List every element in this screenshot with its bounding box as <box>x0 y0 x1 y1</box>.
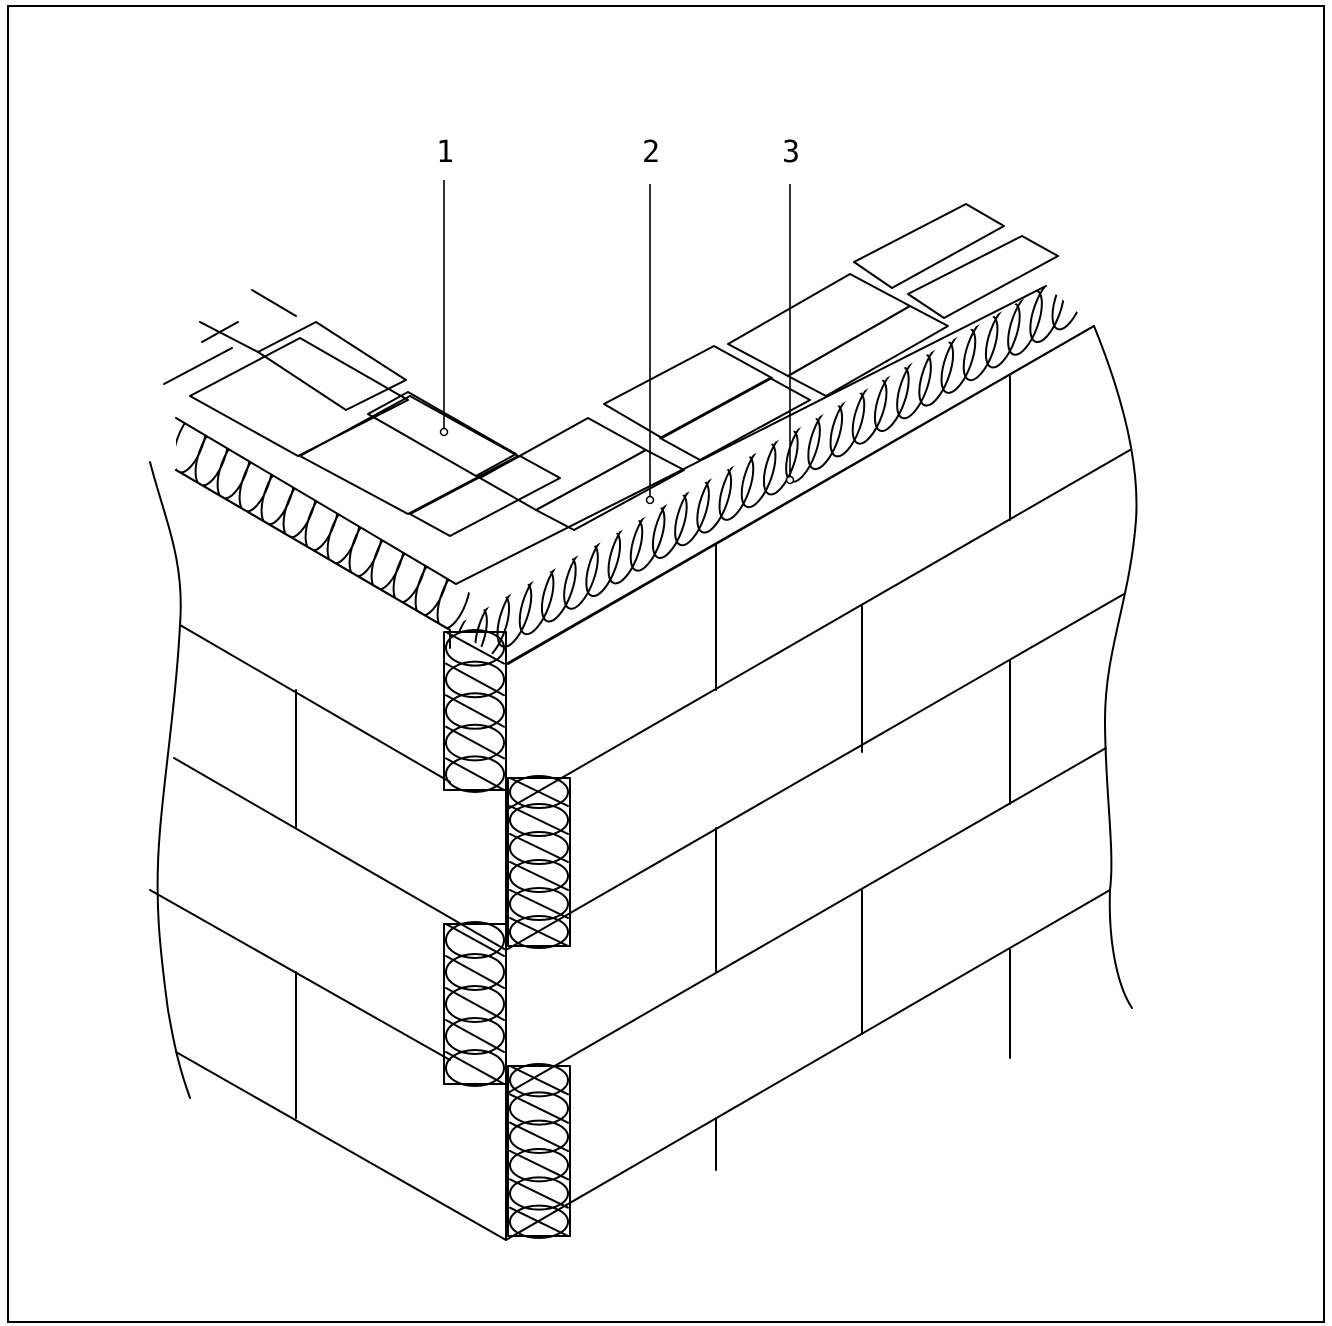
insulation-loop <box>445 629 505 667</box>
insulation-loop <box>509 887 569 921</box>
insulation-strip <box>507 1065 571 1237</box>
insulation-loop <box>509 1148 569 1183</box>
insulation-coil <box>984 301 1021 369</box>
insulation-loop <box>509 803 569 837</box>
insulation-hatch <box>445 662 505 697</box>
insulation-coil <box>176 418 208 474</box>
insulation-coil <box>1029 286 1066 344</box>
insulation-coil <box>563 543 599 610</box>
callout-1: 1 <box>436 135 454 437</box>
insulation-hatch <box>445 923 505 957</box>
insulation-hatch <box>445 1019 505 1053</box>
insulation-loop <box>509 831 569 865</box>
insulation-coil <box>696 467 733 534</box>
insulation-strip <box>507 777 571 947</box>
paving-tile <box>535 449 685 531</box>
insulation-coil <box>829 390 866 458</box>
insulation-hatch <box>509 1150 569 1181</box>
paving-tile <box>659 377 811 461</box>
paving-tile <box>727 273 911 377</box>
paving-tile <box>853 203 1005 289</box>
insulation-hatch <box>509 889 569 919</box>
drawing-border <box>7 5 1325 1323</box>
callout-label-2: 2 <box>642 135 660 170</box>
insulation-hatch <box>509 1065 569 1096</box>
insulation-hatch <box>445 987 505 1021</box>
insulation-loop <box>445 692 505 730</box>
right-wall-face <box>505 325 1138 1241</box>
left-wall-face <box>149 461 507 1241</box>
tile-edge-lines <box>163 289 297 385</box>
insulation-loop <box>445 660 505 699</box>
insulation-coil <box>918 340 955 407</box>
insulation-coil <box>718 454 755 521</box>
insulation-hatch <box>509 1178 569 1209</box>
insulation-loop <box>509 859 569 893</box>
insulation-loop <box>509 1119 569 1155</box>
callout-label-1: 1 <box>436 135 454 170</box>
insulation-coil <box>740 441 777 509</box>
insulation-loop <box>445 985 505 1023</box>
paving-tile <box>299 395 519 515</box>
insulation-hatch <box>445 631 505 665</box>
insulation-coil <box>607 517 644 585</box>
insulation-coil <box>674 479 710 547</box>
insulation-hatch <box>509 1121 569 1152</box>
insulation-loop <box>509 1091 569 1126</box>
insulation-loop <box>509 1063 569 1098</box>
paving-tile <box>907 235 1059 319</box>
insulation-coil <box>629 505 666 572</box>
insulation-hatch <box>445 757 505 791</box>
insulation-coil <box>762 428 799 496</box>
insulation-coil <box>496 581 533 648</box>
corner-insulation-strips <box>443 629 571 1240</box>
paving-tile <box>603 345 773 439</box>
insulation-loop <box>445 921 505 959</box>
insulation-coil <box>851 378 888 445</box>
insulation-coil <box>540 555 577 623</box>
paving-tile <box>787 305 949 397</box>
insulation-coil <box>962 314 999 382</box>
insulation-coil <box>1051 286 1088 331</box>
callout-2: 2 <box>642 135 660 505</box>
insulation-coil <box>807 403 844 471</box>
paving-tile <box>189 337 409 457</box>
insulation-loop <box>509 915 569 949</box>
insulation-loop <box>445 723 505 762</box>
insulation-coil <box>940 327 977 394</box>
insulation-loop <box>445 1017 505 1055</box>
insulation-loop <box>445 953 505 991</box>
paving-tile <box>257 321 407 411</box>
insulation-hatch <box>509 861 569 891</box>
insulation-loop <box>509 1204 569 1240</box>
insulation-hatch <box>445 725 505 760</box>
insulation-loop <box>445 1049 505 1087</box>
insulation-hatch <box>509 805 569 835</box>
top-paving-tiles <box>163 203 1059 537</box>
insulation-loop <box>445 755 505 794</box>
callout-label-3: 3 <box>782 135 800 170</box>
insulation-loop <box>509 1176 569 1211</box>
insulation-coil <box>785 416 821 483</box>
insulation-coil <box>474 594 511 661</box>
top-insulation-layer <box>175 285 1095 665</box>
insulation-hatch <box>445 694 505 728</box>
callout-3: 3 <box>782 135 800 485</box>
insulation-coil <box>585 530 622 598</box>
insulation-hatch <box>509 833 569 863</box>
insulation-hatch <box>509 1093 569 1124</box>
insulation-loop <box>509 775 569 809</box>
insulation-coil <box>518 568 555 636</box>
paving-tile <box>367 391 517 477</box>
insulation-hatch <box>445 955 505 989</box>
insulation-hatch <box>445 1051 505 1085</box>
paving-tile <box>409 455 561 537</box>
